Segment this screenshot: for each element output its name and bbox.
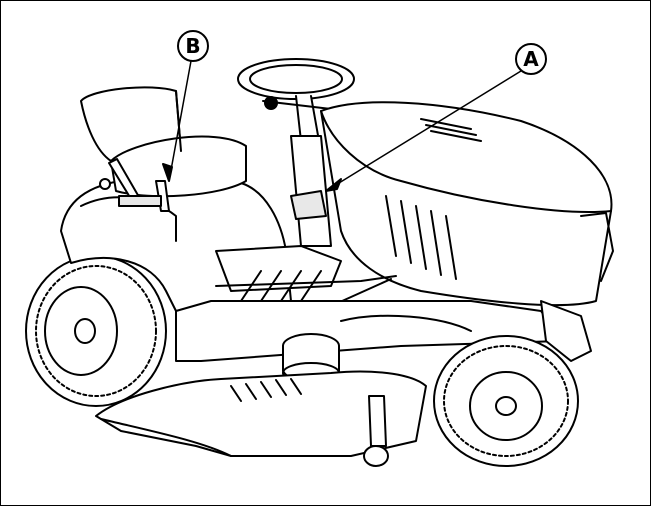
mower-deck [95, 370, 427, 467]
rear-wheel [25, 255, 167, 407]
callout-a-label: A [523, 47, 539, 71]
front-axle [540, 300, 592, 362]
callout-b: B [162, 30, 209, 182]
control-levers [99, 158, 170, 212]
hood [320, 101, 614, 307]
front-wheel [433, 335, 579, 467]
seat [80, 86, 247, 198]
callout-a: A [325, 43, 547, 192]
callout-b-label: B [185, 34, 200, 58]
steering-wheel [237, 58, 355, 142]
throttle-lever [290, 190, 327, 220]
